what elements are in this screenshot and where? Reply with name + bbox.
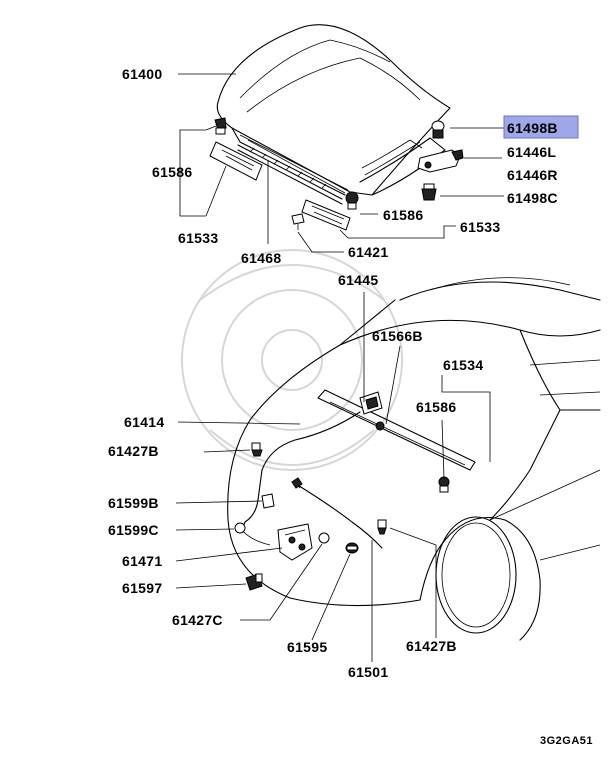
- label-61421: 61421: [348, 244, 388, 260]
- label-61446R: 61446R: [507, 167, 558, 183]
- bumper-lower: [438, 476, 450, 493]
- clip-61597: [245, 573, 263, 591]
- hood-weatherstrip: [237, 144, 343, 205]
- clip-61427B-left: [251, 442, 263, 457]
- label-61586-lower: 61586: [416, 399, 456, 415]
- clip-61599C: [234, 522, 246, 534]
- clip-61427C: [318, 532, 330, 544]
- label-61400: 61400: [122, 66, 162, 82]
- label-61595: 61595: [287, 639, 327, 655]
- label-61445: 61445: [338, 272, 378, 288]
- part-61498C-bumper: [421, 183, 437, 201]
- label-61498C: 61498C: [507, 190, 558, 206]
- hood-bumper-right: [345, 191, 359, 210]
- label-61427B-right: 61427B: [406, 638, 457, 654]
- label-61597: 61597: [122, 580, 162, 596]
- label-61498B: 61498B: [507, 120, 558, 136]
- grommet-61595: [345, 542, 359, 554]
- hood-latch: [277, 523, 313, 561]
- label-61533-right: 61533: [460, 219, 500, 235]
- hood-support-rod: [291, 477, 383, 549]
- hood-lock-striker: [359, 391, 385, 431]
- callout-labels: 61400 61498B 61586 61446L 61446R 61498C …: [108, 66, 593, 747]
- leader-lines: [175, 73, 504, 662]
- part-61498B-bumper: [431, 120, 445, 139]
- label-61533-left: 61533: [178, 230, 218, 246]
- clip-61421: [291, 213, 305, 230]
- label-61599B: 61599B: [108, 495, 159, 511]
- diagram-code: 3G2GA51: [540, 735, 593, 747]
- label-61446L: 61446L: [507, 144, 556, 160]
- label-61468: 61468: [241, 250, 281, 266]
- label-61566B: 61566B: [372, 328, 423, 344]
- label-61586-mid: 61586: [383, 207, 423, 223]
- label-61414: 61414: [124, 414, 164, 430]
- label-61599C: 61599C: [108, 522, 159, 538]
- hood-bumper-left: [214, 117, 227, 135]
- label-61586-top: 61586: [152, 164, 192, 180]
- bumper-pad-right: [301, 199, 351, 231]
- label-61501: 61501: [348, 664, 388, 680]
- clip-61427B-right: [377, 519, 387, 535]
- label-61498B-highlight: [503, 115, 579, 139]
- hood-panel: [216, 24, 451, 196]
- car-body: [227, 277, 601, 641]
- watermark-emblem: [181, 249, 403, 471]
- clip-61599B: [261, 493, 275, 509]
- bumper-pad-left: [209, 141, 263, 181]
- hood-hinge: [417, 149, 464, 173]
- label-61534: 61534: [443, 357, 483, 373]
- label-61471: 61471: [122, 553, 162, 569]
- label-61427B-left: 61427B: [108, 443, 159, 459]
- label-61427C: 61427C: [172, 612, 223, 628]
